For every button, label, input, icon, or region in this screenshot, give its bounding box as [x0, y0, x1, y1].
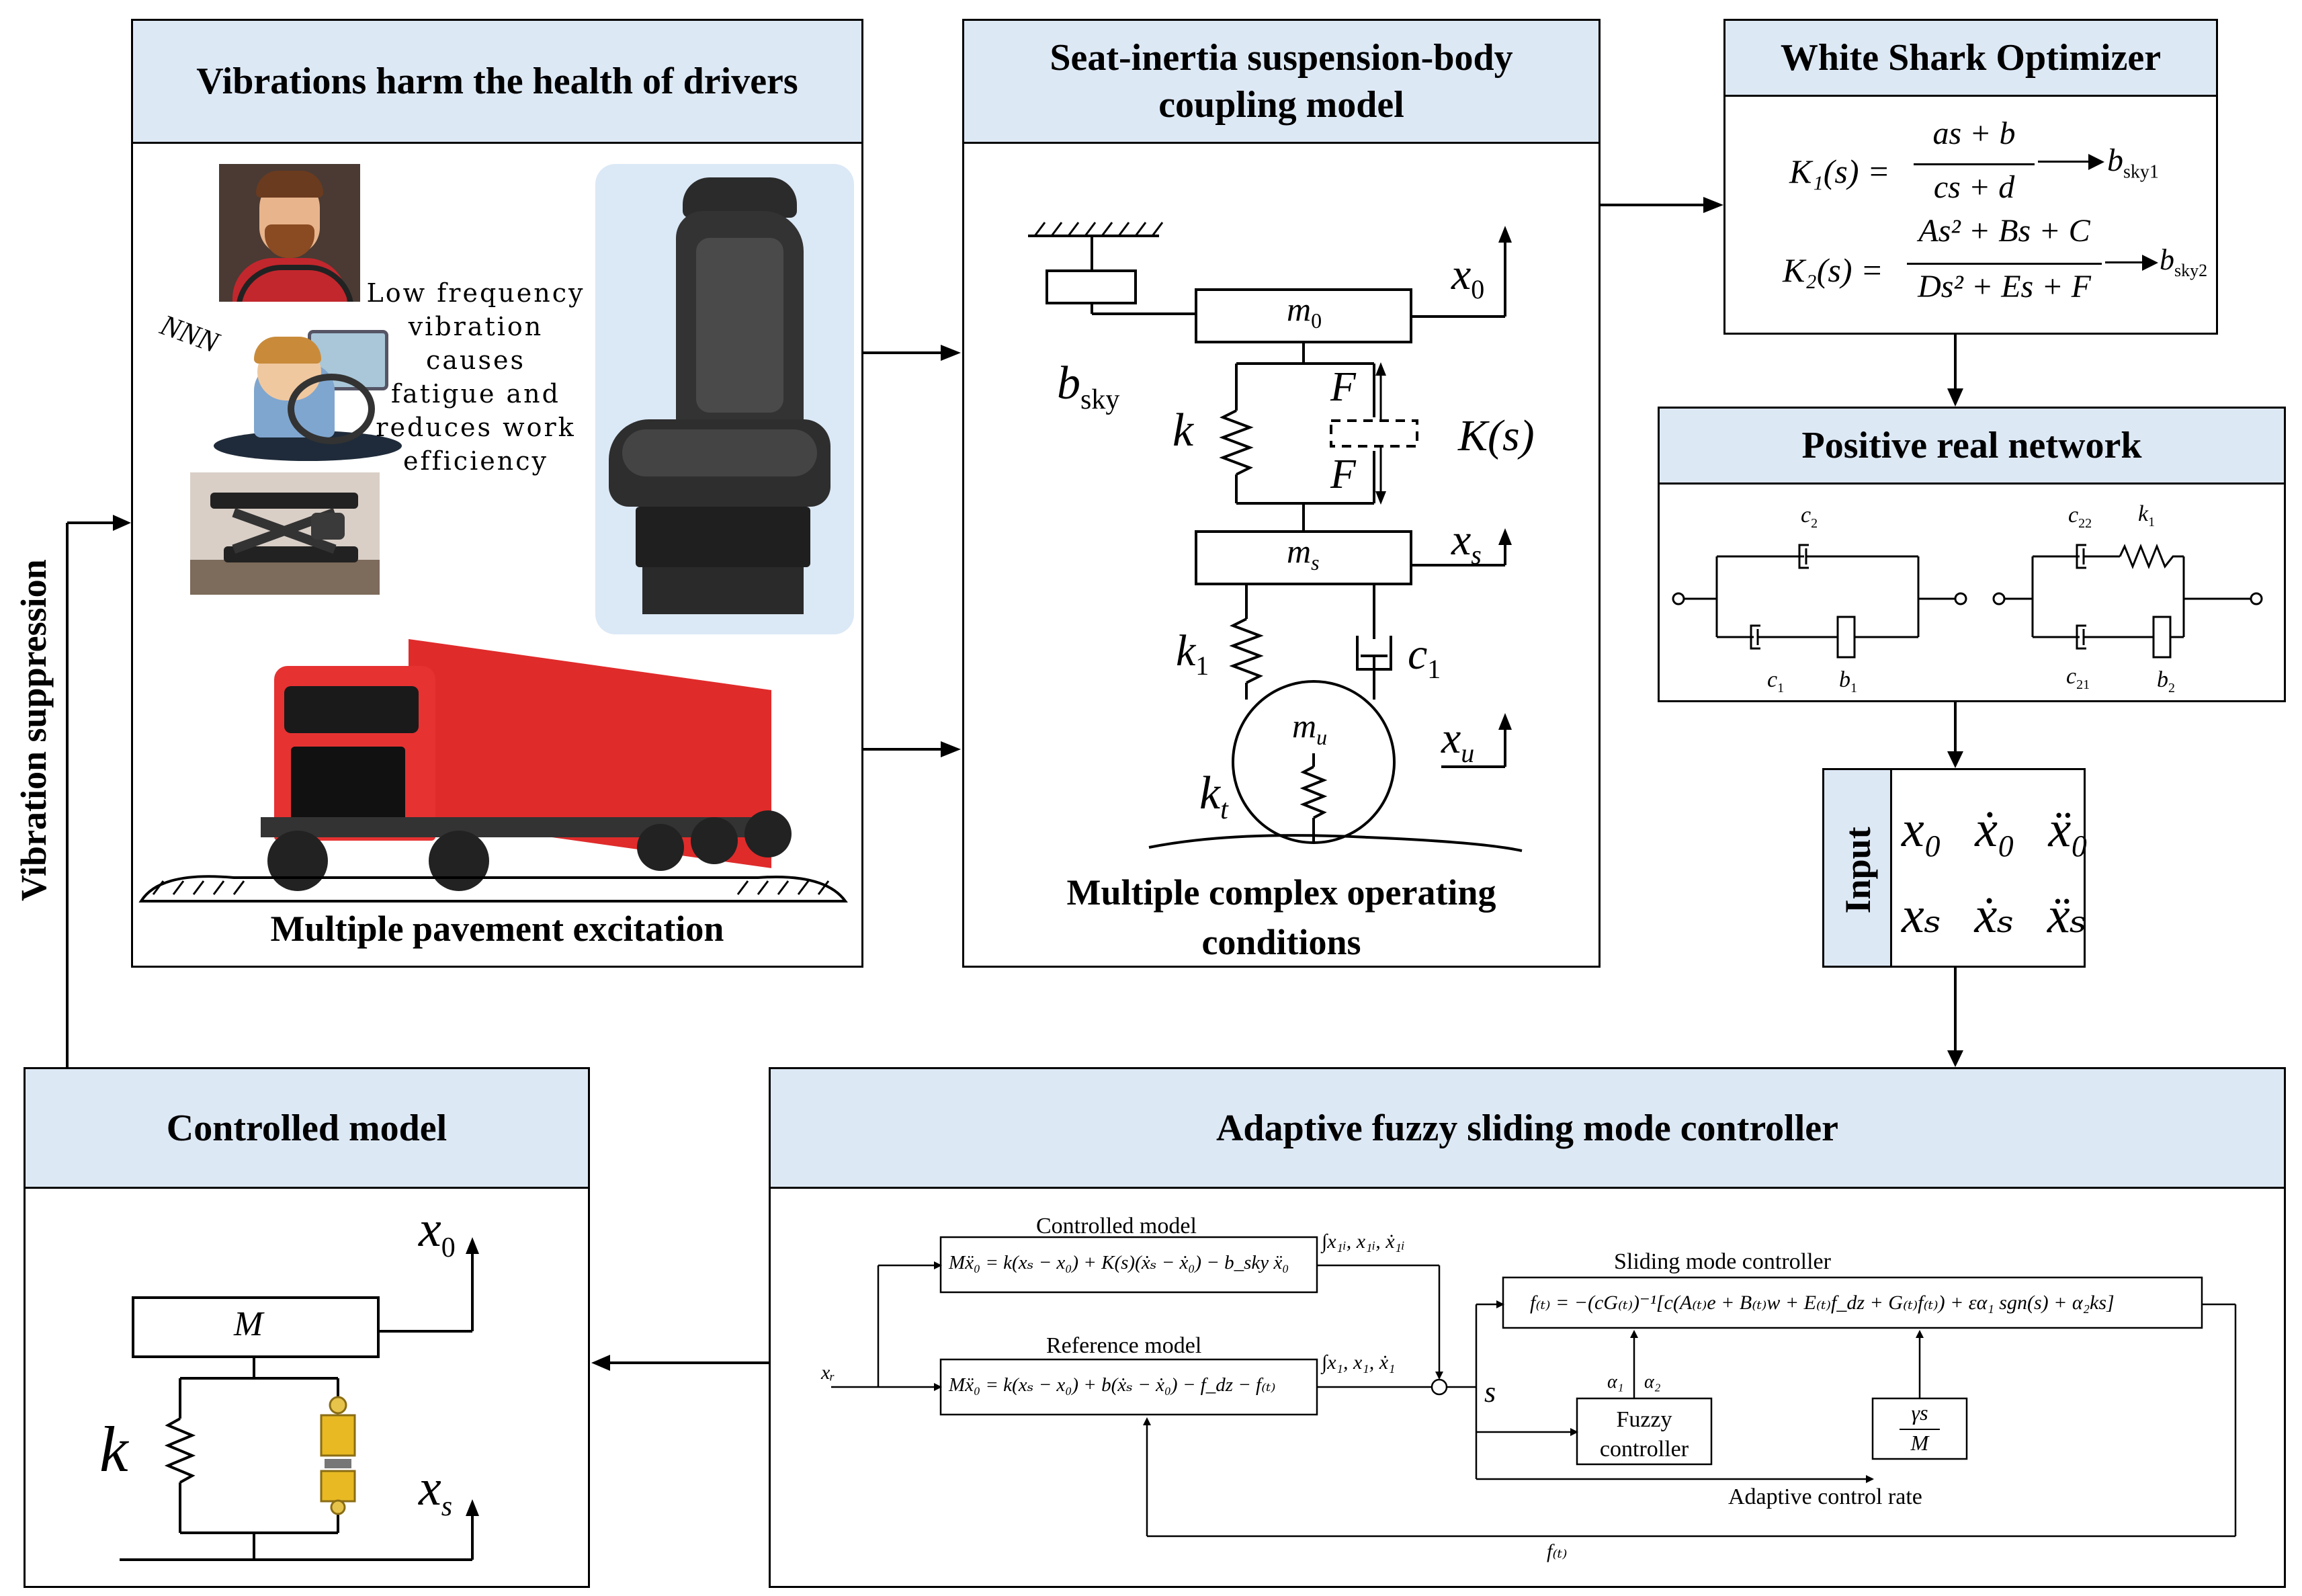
controlled-model-equation: Mẍ₀ = k(xₛ − x₀) + K(s)(ẋₛ − ẋ₀) − b_sky…: [949, 1252, 1289, 1273]
mass-m-label: M: [234, 1305, 263, 1343]
pavement-line: [138, 875, 848, 902]
c22-label: c22: [2068, 503, 2092, 531]
k2-numerator: As² + Bs + C: [1918, 213, 2090, 249]
f-top-label: F: [1330, 364, 1356, 410]
reference-model-equation: Mẍ₀ = k(xₛ − x₀) + b(ẋₛ − ẋ₀) − f_dz − f…: [949, 1374, 1276, 1396]
seat-mechanism-photo: [190, 472, 380, 595]
input-label: Input: [1838, 827, 1878, 914]
vibrations-panel: Vibrations harm the health of drivers NN…: [131, 19, 863, 968]
k1-output-arrow: [2038, 161, 2092, 163]
adaptive-fraction-bar: [1900, 1429, 1940, 1430]
ft-feedback-label: f₍ₜ₎: [1547, 1540, 1568, 1562]
controlled-model-title: Controlled model: [26, 1069, 588, 1189]
f-bottom-label: F: [1330, 452, 1356, 497]
afsmc-panel: Adaptive fuzzy sliding mode controller: [769, 1067, 2286, 1588]
fuzzy-controller-label: Fuzzy controller: [1599, 1407, 1689, 1462]
ms-label: ms: [1287, 532, 1320, 575]
coupling-model-panel: Seat-inertia suspension-body coupling mo…: [962, 19, 1601, 968]
seat-photo: [595, 164, 854, 634]
smc-equation: f₍ₜ₎ = −(cG₍ₜ₎)⁻¹[c(A₍ₜ₎e + B₍ₜ₎w + E₍ₜ₎…: [1530, 1292, 2115, 1314]
c21-label: c21: [2066, 664, 2090, 692]
adaptive-control-rate-label: Adaptive control rate: [1728, 1484, 1922, 1509]
alpha2-label: α₂: [1644, 1372, 1661, 1392]
positive-real-network-panel: Positive real network: [1658, 407, 2286, 702]
controlled-x0-label: x0: [419, 1201, 456, 1264]
k1-fraction-bar: [1914, 163, 2035, 165]
b1-label: b1: [1839, 667, 1857, 696]
b2-label: b2: [2157, 667, 2175, 696]
bsky1-label: bsky1: [2107, 142, 2159, 183]
pavement-excitation-caption: Multiple pavement excitation: [270, 909, 724, 949]
network-title: Positive real network: [1660, 409, 2284, 485]
truck-illustration: [261, 639, 798, 901]
afsmc-block-diagram: [831, 1236, 2237, 1538]
k2-output-arrowhead: [2142, 255, 2158, 271]
controlled-model-panel: Controlled model: [24, 1067, 590, 1588]
quarter-car-diagram: [1028, 222, 1523, 852]
controlled-model-block-label: Controlled model: [1036, 1214, 1197, 1238]
k2-denominator: Ds² + Es + F: [1918, 269, 2091, 304]
kt-label: kt: [1199, 767, 1228, 825]
coupling-model-title: Seat-inertia suspension-body coupling mo…: [964, 21, 1598, 144]
xr-label: xᵣ: [821, 1361, 835, 1384]
xs-label: xs: [1451, 515, 1482, 571]
afsmc-title: Adaptive fuzzy sliding mode controller: [771, 1069, 2284, 1189]
k1-network-label: k1: [2138, 501, 2156, 530]
bsky-label: bsky: [1057, 358, 1120, 415]
reference-model-block-label: Reference model: [1046, 1333, 1202, 1358]
k2-output-arrow: [2105, 261, 2145, 263]
input-row-1: x₀ ẋ₀ ẍ₀: [1902, 801, 2089, 857]
k1-label: k1: [1176, 626, 1209, 681]
vibrations-title: Vibrations harm the health of drivers: [133, 21, 861, 144]
smc-block-label: Sliding mode controller: [1614, 1249, 1831, 1274]
controlled-model-diagram: [120, 1237, 479, 1561]
input-panel: Input x₀ ẋ₀ ẍ₀ xₛ ẋₛ ẍₛ: [1822, 768, 2089, 968]
ks-label: K(s): [1458, 411, 1535, 460]
white-shark-optimizer-panel: White Shark Optimizer K₁(s) = as + b cs …: [1723, 19, 2218, 335]
k1-output-arrowhead: [2088, 154, 2104, 170]
k2-transfer-lhs: K₂(s) =: [1783, 251, 1883, 289]
input-label-cell: Input: [1824, 770, 1892, 966]
m0-label: m0: [1287, 290, 1322, 333]
c1-label: c1: [1767, 667, 1785, 696]
driver-illustration: [219, 164, 360, 302]
controlled-k-label: k: [99, 1413, 128, 1485]
vibration-suppression-label: Vibration suppression: [13, 559, 54, 901]
k-label: k: [1173, 405, 1194, 456]
input-row-2: xₛ ẋₛ ẍₛ: [1902, 887, 2088, 943]
network-circuits: [1672, 543, 2263, 659]
k1-denominator: cs + d: [1933, 169, 2015, 205]
xu-label: xu: [1441, 714, 1475, 769]
adaptive-denominator: M: [1910, 1431, 1929, 1455]
wso-title: White Shark Optimizer: [1725, 21, 2216, 97]
alpha1-label: α₁: [1607, 1372, 1624, 1392]
c1-label: c1: [1408, 630, 1441, 685]
bsky2-label: bsky2: [2160, 243, 2208, 280]
controlled-model-output: ∫x₁ᵢ, x₁ᵢ, ẋ₁ᵢ: [1322, 1230, 1405, 1253]
c2-label: c2: [1801, 503, 1818, 531]
fatigue-caption: Low frequency vibration causes fatigue a…: [366, 278, 585, 476]
k2-fraction-bar: [1907, 263, 2102, 265]
reference-model-output: ∫x₁, x₁, ẋ₁: [1322, 1351, 1396, 1374]
mu-label: mu: [1292, 707, 1328, 749]
sleepy-driver-illustration: [200, 310, 415, 464]
adaptive-numerator: γs: [1911, 1400, 1928, 1425]
x0-label: x0: [1451, 250, 1485, 305]
controlled-xs-label: xs: [419, 1460, 453, 1523]
operating-conditions-caption: Multiple complex operating conditions: [1066, 872, 1496, 962]
k1-transfer-lhs: K₁(s) =: [1789, 153, 1890, 190]
inerter-actuator-icon: [320, 1396, 356, 1515]
s-signal-label: s: [1484, 1376, 1496, 1409]
k1-numerator: as + b: [1932, 116, 2016, 151]
